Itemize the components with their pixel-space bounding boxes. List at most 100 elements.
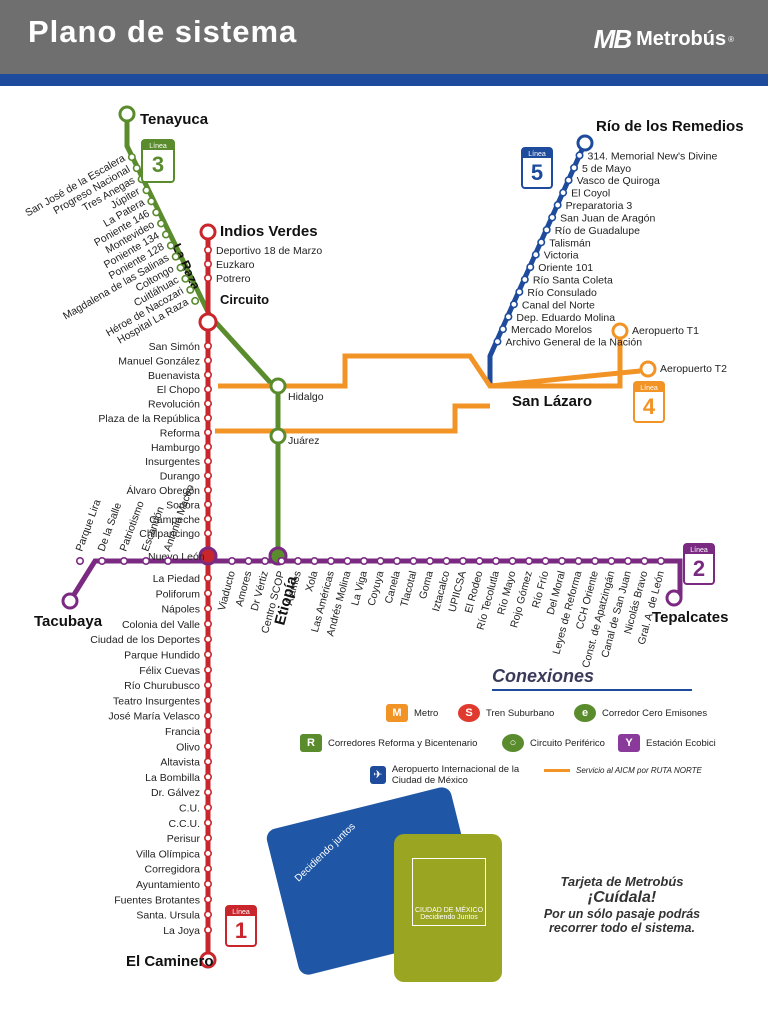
terminal-tacubaya[interactable] (61, 592, 79, 610)
station-dot[interactable] (204, 742, 213, 751)
station-dot[interactable] (204, 864, 213, 873)
station-dot[interactable] (204, 635, 213, 644)
terminal-el-caminero[interactable] (199, 951, 217, 969)
station-dot[interactable] (204, 849, 213, 858)
station-dot[interactable] (574, 556, 583, 565)
station-dot[interactable] (147, 197, 156, 206)
station-dot[interactable] (204, 619, 213, 628)
station-dot[interactable] (392, 556, 401, 565)
station-dot[interactable] (409, 556, 418, 565)
station-dot[interactable] (204, 681, 213, 690)
station-dot[interactable] (204, 803, 213, 812)
station-dot[interactable] (204, 485, 213, 494)
station-dot[interactable] (204, 274, 213, 283)
station-dot[interactable] (204, 428, 213, 437)
station-dot[interactable] (524, 556, 533, 565)
station-dot[interactable] (537, 238, 546, 247)
station-dot[interactable] (557, 556, 566, 565)
station-dot[interactable] (326, 556, 335, 565)
station-dot[interactable] (260, 556, 269, 565)
station-dot[interactable] (204, 910, 213, 919)
hub-hidalgo[interactable] (269, 377, 287, 395)
station-dot[interactable] (575, 151, 584, 160)
station-dot[interactable] (526, 263, 535, 272)
station-dot[interactable] (244, 556, 253, 565)
station-dot[interactable] (157, 219, 166, 228)
station-dot[interactable] (590, 556, 599, 565)
station-dot[interactable] (204, 726, 213, 735)
station-dot[interactable] (204, 788, 213, 797)
terminal-tepalcates[interactable] (665, 589, 683, 607)
station-dot[interactable] (204, 399, 213, 408)
station-dot[interactable] (204, 772, 213, 781)
station-dot[interactable] (475, 556, 484, 565)
station-dot[interactable] (491, 556, 500, 565)
station-dot[interactable] (191, 296, 200, 305)
station-dot[interactable] (181, 274, 190, 283)
station-dot[interactable] (515, 287, 524, 296)
station-dot[interactable] (171, 252, 180, 261)
station-dot[interactable] (509, 300, 518, 309)
station-dot[interactable] (132, 164, 141, 173)
station-dot[interactable] (204, 879, 213, 888)
station-dot[interactable] (559, 188, 568, 197)
station-dot[interactable] (553, 201, 562, 210)
station-dot[interactable] (508, 556, 517, 565)
hub-juarez[interactable] (269, 427, 287, 445)
terminal-aeropuerto-t2[interactable] (639, 360, 657, 378)
station-dot[interactable] (498, 325, 507, 334)
hub-nuevo-leon[interactable] (198, 546, 218, 566)
hub-circuito[interactable] (198, 312, 218, 332)
station-dot[interactable] (204, 665, 213, 674)
station-dot[interactable] (204, 370, 213, 379)
station-dot[interactable] (204, 442, 213, 451)
terminal-tenayuca[interactable] (118, 105, 136, 123)
station-dot[interactable] (176, 263, 185, 272)
station-dot[interactable] (204, 696, 213, 705)
station-dot[interactable] (186, 285, 195, 294)
station-dot[interactable] (343, 556, 352, 565)
station-dot[interactable] (161, 230, 170, 239)
station-dot[interactable] (166, 241, 175, 250)
station-dot[interactable] (120, 556, 129, 565)
station-dot[interactable] (310, 556, 319, 565)
station-dot[interactable] (98, 556, 107, 565)
station-dot[interactable] (204, 500, 213, 509)
terminal-indios-verdes[interactable] (199, 223, 217, 241)
station-dot[interactable] (204, 246, 213, 255)
station-dot[interactable] (570, 163, 579, 172)
station-dot[interactable] (504, 312, 513, 321)
station-dot[interactable] (204, 589, 213, 598)
station-dot[interactable] (204, 413, 213, 422)
station-dot[interactable] (204, 471, 213, 480)
station-dot[interactable] (520, 275, 529, 284)
station-dot[interactable] (640, 556, 649, 565)
station-dot[interactable] (204, 925, 213, 934)
station-dot[interactable] (656, 556, 665, 565)
station-dot[interactable] (204, 341, 213, 350)
station-dot[interactable] (548, 213, 557, 222)
station-dot[interactable] (204, 385, 213, 394)
station-dot[interactable] (607, 556, 616, 565)
station-dot[interactable] (204, 457, 213, 466)
station-dot[interactable] (204, 650, 213, 659)
station-dot[interactable] (541, 556, 550, 565)
station-dot[interactable] (204, 514, 213, 523)
station-dot[interactable] (277, 556, 286, 565)
terminal-aeropuerto-t1[interactable] (611, 322, 629, 340)
station-dot[interactable] (164, 556, 173, 565)
terminal-rio-remedios[interactable] (576, 134, 594, 152)
station-dot[interactable] (127, 153, 136, 162)
station-dot[interactable] (376, 556, 385, 565)
station-dot[interactable] (204, 260, 213, 269)
station-dot[interactable] (204, 895, 213, 904)
station-dot[interactable] (493, 337, 502, 346)
station-dot[interactable] (359, 556, 368, 565)
station-dot[interactable] (204, 529, 213, 538)
station-dot[interactable] (531, 250, 540, 259)
station-dot[interactable] (564, 176, 573, 185)
station-dot[interactable] (204, 711, 213, 720)
station-dot[interactable] (76, 556, 85, 565)
station-dot[interactable] (142, 186, 151, 195)
station-dot[interactable] (204, 573, 213, 582)
